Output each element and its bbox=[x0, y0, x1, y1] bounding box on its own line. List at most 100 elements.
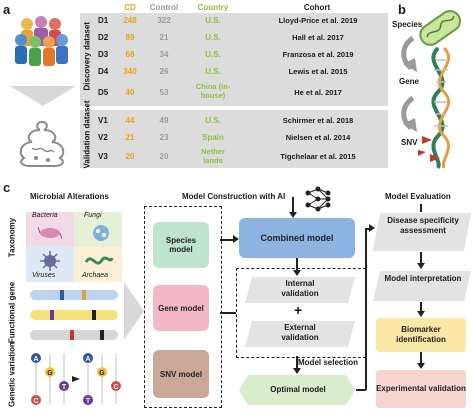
connector-line bbox=[296, 258, 298, 272]
svg-text:A: A bbox=[33, 356, 38, 363]
species-label: Species bbox=[392, 20, 423, 29]
row-cd: 68 bbox=[125, 50, 135, 59]
validation-dataset-label: Validation dataset bbox=[82, 100, 92, 169]
connector-line bbox=[420, 302, 422, 312]
curved-arrow-icon bbox=[401, 35, 417, 72]
internal-validation-label: Internal validation bbox=[281, 279, 319, 298]
row-control: 23 bbox=[159, 133, 169, 142]
row-cd: 40 bbox=[125, 88, 135, 97]
snv-nucleotide-diagram: A G T C A G C T bbox=[31, 353, 121, 405]
row-cd: 20 bbox=[125, 152, 135, 161]
arrow-down-icon bbox=[417, 263, 425, 269]
connector-line bbox=[292, 197, 294, 215]
fungi-icon bbox=[93, 225, 109, 241]
gene-label: Gene bbox=[399, 77, 420, 86]
microbial-alterations-title: Microbial Alterations bbox=[30, 192, 109, 201]
panel-c-letter: c bbox=[3, 180, 11, 195]
row-id: D3 bbox=[98, 50, 109, 59]
row-id: V1 bbox=[98, 116, 108, 125]
snv-model-box: SNV model bbox=[153, 350, 209, 398]
bacteria-icon bbox=[38, 226, 62, 240]
row-country: U.S. bbox=[205, 33, 221, 42]
biomarker-identification-box: Biomarker identification bbox=[376, 318, 466, 352]
virus-icon bbox=[40, 251, 60, 271]
connector-line bbox=[356, 389, 366, 391]
row-country: Spain bbox=[202, 133, 224, 142]
plus-sign: + bbox=[294, 302, 303, 318]
people-icon bbox=[15, 16, 68, 66]
row-id: D4 bbox=[98, 67, 109, 76]
svg-text:T: T bbox=[86, 398, 91, 405]
discovery-dataset-label: Discovery dataset bbox=[82, 22, 92, 91]
species-model-box: Species model bbox=[153, 222, 209, 268]
functional-gene-bars bbox=[26, 286, 122, 346]
connector-line bbox=[220, 312, 236, 314]
archaea-label: Archaea bbox=[82, 272, 109, 279]
row-cohort: Hall et al. 2017 bbox=[292, 33, 344, 42]
row-id: D2 bbox=[98, 33, 109, 42]
combined-model-box: Combined model bbox=[239, 218, 355, 258]
row-country: U.S. bbox=[205, 67, 221, 76]
down-arrow-icon bbox=[10, 86, 76, 106]
eval-step-box bbox=[373, 271, 471, 301]
row-cohort: Lewis et al. 2015 bbox=[288, 67, 348, 76]
connector-line bbox=[420, 252, 422, 264]
svg-text:T: T bbox=[62, 384, 67, 391]
discovery-table bbox=[80, 13, 388, 106]
row-cohort: Franzosa et al. 2019 bbox=[282, 50, 354, 59]
row-cohort: Lloyd-Price et al. 2019 bbox=[278, 16, 358, 25]
gene-bar bbox=[30, 330, 118, 340]
model-interpretation-label: Model interpretation bbox=[384, 274, 462, 283]
arrow-down-icon bbox=[293, 368, 301, 374]
neural-network-icon bbox=[305, 186, 331, 212]
fungi-label: Fungi bbox=[84, 212, 102, 219]
model-evaluation-title: Model Evaluation bbox=[385, 192, 451, 201]
row-cd: 248 bbox=[123, 16, 137, 25]
viruses-label: Viruses bbox=[32, 272, 56, 279]
panel-a-letter: a bbox=[3, 2, 11, 17]
row-cd: 44 bbox=[125, 116, 135, 125]
header-control: Control bbox=[149, 3, 179, 12]
connector-line bbox=[365, 228, 371, 230]
row-country: U.S. bbox=[205, 16, 221, 25]
row-control: 26 bbox=[159, 67, 169, 76]
row-id: V3 bbox=[98, 152, 108, 161]
validation-table bbox=[80, 110, 388, 168]
row-cohort: He et al. 2017 bbox=[294, 88, 342, 97]
chevron-right-icon bbox=[124, 282, 144, 340]
svg-text:A: A bbox=[85, 356, 90, 363]
svg-text:G: G bbox=[99, 370, 105, 377]
row-country: China (in-house) bbox=[195, 82, 231, 100]
taxonomy-label: Taxonomy bbox=[7, 217, 17, 258]
row-control: 49 bbox=[159, 116, 169, 125]
eval-step-box bbox=[373, 213, 471, 251]
row-control: 322 bbox=[157, 16, 171, 25]
connector-line bbox=[296, 356, 298, 370]
gene-model-box: Gene model bbox=[153, 285, 209, 331]
snv-label: SNV bbox=[401, 138, 418, 147]
header-cd: CD bbox=[124, 3, 136, 12]
connector-line bbox=[420, 352, 422, 364]
row-control: 53 bbox=[159, 88, 169, 97]
external-validation-box bbox=[245, 321, 355, 347]
row-cohort: Schirmer et al. 2018 bbox=[282, 116, 354, 125]
row-control: 20 bbox=[159, 152, 169, 161]
stool-sample-icon bbox=[19, 120, 65, 167]
arrow-right-icon bbox=[233, 235, 239, 243]
curved-arrow-icon bbox=[401, 95, 417, 132]
disease-specificity-label: Disease specificity assessment bbox=[387, 216, 459, 235]
model-selection-label: Model selection bbox=[298, 358, 359, 367]
svg-text:C: C bbox=[113, 384, 118, 391]
taxonomy-grid: Bacteria Fungi Viruses Archaea bbox=[26, 212, 122, 282]
row-cohort: Tigchelaar et al. 2015 bbox=[280, 152, 356, 161]
single-models-frame bbox=[144, 206, 222, 408]
row-cd: 21 bbox=[125, 133, 135, 142]
arrow-down-icon bbox=[293, 270, 301, 276]
connector-line bbox=[420, 204, 422, 212]
svg-text:G: G bbox=[47, 370, 53, 377]
row-control: 21 bbox=[159, 33, 169, 42]
archaea-icon bbox=[84, 256, 114, 265]
optimal-model-box bbox=[239, 375, 355, 405]
external-validation-label: External validation bbox=[281, 323, 319, 342]
connector-line bbox=[220, 239, 236, 241]
